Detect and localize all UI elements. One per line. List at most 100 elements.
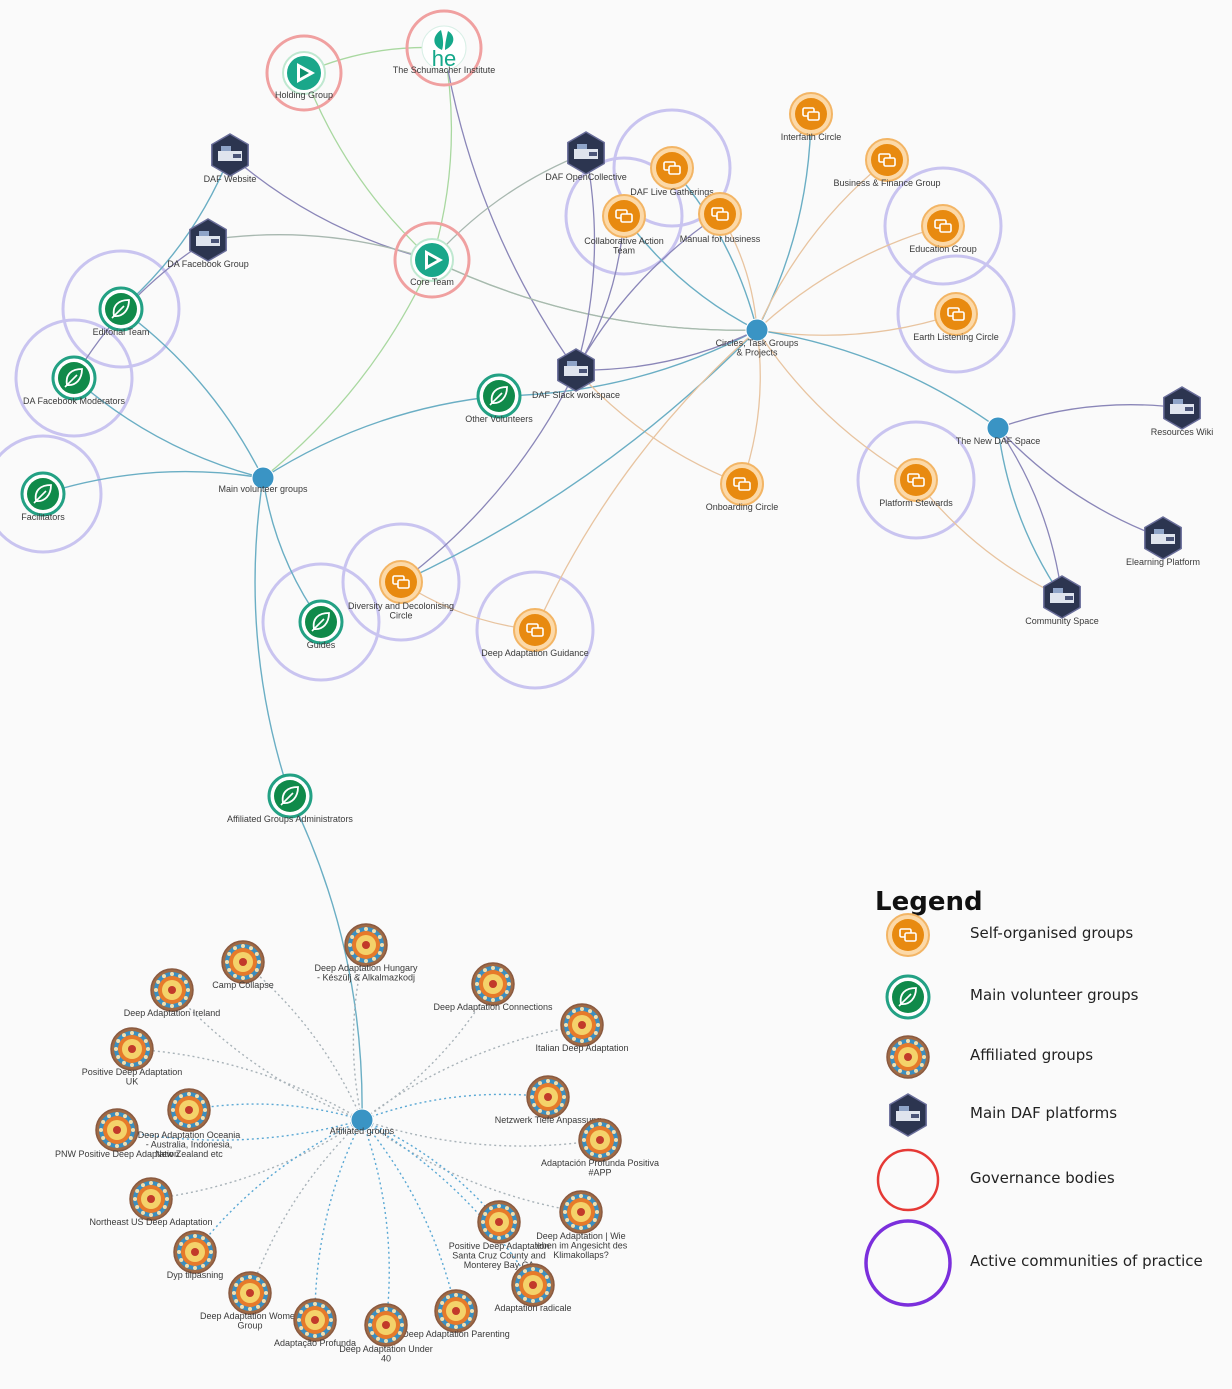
edge-diversity-circles: [400, 329, 758, 583]
node-onboarding[interactable]: Onboarding Circle: [706, 462, 779, 512]
edge-affhub-connections: [361, 983, 494, 1121]
legend-label: Main volunteer groups: [970, 986, 1139, 1004]
node-circles[interactable]: Circles, Task Groups& Projects: [716, 318, 799, 358]
node-connections[interactable]: Deep Adaptation Connections: [433, 962, 553, 1012]
node-ireland[interactable]: Deep Adaptation Ireland: [124, 968, 221, 1018]
node-label: Camp Collapse: [212, 980, 274, 990]
node-label: Elearning Platform: [1126, 557, 1200, 567]
node-label: DA Facebook Group: [167, 259, 249, 269]
edge-affhub-ireland: [171, 989, 363, 1121]
node-fbmods[interactable]: DA Facebook Moderators: [23, 355, 126, 406]
legend-icon-volunteer: [885, 974, 931, 1020]
node-affhub[interactable]: Affiliated groups: [330, 1108, 395, 1136]
node-italian[interactable]: Italian Deep Adaptation: [535, 1003, 629, 1053]
cop-ring-layer: [0, 108, 1016, 690]
node-live[interactable]: DAF Live Gatherings: [630, 146, 714, 197]
node-community[interactable]: Community Space: [1025, 575, 1099, 626]
node-label: Interfaith Circle: [781, 132, 842, 142]
node-label: Deep Adaptation Guidance: [481, 648, 589, 658]
edge-affhub-parenting: [361, 1119, 457, 1312]
community-of-practice-ring: [856, 420, 976, 540]
node-earth[interactable]: Earth Listening Circle: [913, 292, 999, 342]
node-platstew[interactable]: Platform Stewards: [879, 458, 953, 508]
node-affadmins[interactable]: Affiliated Groups Administrators: [227, 773, 353, 824]
legend-item-self: Self-organised groups: [860, 905, 1220, 965]
edge-othervol-circles: [498, 329, 758, 397]
legend-label: Self-organised groups: [970, 924, 1134, 942]
legend-label: Affiliated groups: [970, 1046, 1094, 1064]
node-business[interactable]: Business & Finance Group: [833, 138, 941, 188]
edge-fbmods-mainvol: [73, 377, 264, 479]
node-dyp[interactable]: Dyp tilpasning: [167, 1230, 224, 1280]
edge-slack-diversity: [400, 369, 577, 583]
legend-item-platform: Main DAF platforms: [860, 1085, 1220, 1145]
node-guides[interactable]: Guides: [298, 599, 344, 650]
legend-icon-self: [886, 913, 930, 957]
node-education[interactable]: Education Group: [909, 204, 977, 254]
node-adaptacao[interactable]: Adaptação Profunda: [274, 1298, 356, 1348]
edge-education-circles: [756, 225, 944, 331]
edge-business-circles: [756, 159, 888, 331]
edge-live-circles: [671, 167, 758, 331]
node-label: Deep Adaptation Parenting: [402, 1329, 510, 1339]
node-parenting[interactable]: Deep Adaptation Parenting: [402, 1289, 510, 1339]
node-northeast[interactable]: Northeast US Deep Adaptation: [89, 1177, 213, 1227]
legend-item-affiliated: Affiliated groups: [860, 1027, 1220, 1087]
legend-icon-affiliated: [886, 1035, 930, 1079]
node-mainvol[interactable]: Main volunteer groups: [218, 466, 308, 494]
node-adaptacion[interactable]: Adaptación Profunda Positiva#APP: [541, 1118, 659, 1178]
node-oceania[interactable]: Deep Adaptation Oceania- Australia, Indo…: [138, 1088, 241, 1159]
edge-guides-mainvol: [262, 477, 322, 623]
node-facilitators[interactable]: Facilitators: [20, 471, 66, 522]
node-dafoc[interactable]: DAF OpenCollective: [545, 131, 627, 182]
node-elearn[interactable]: Elearning Platform: [1126, 516, 1200, 567]
edge-layer: [42, 46, 1183, 1326]
node-interfaith[interactable]: Interfaith Circle: [781, 92, 842, 142]
legend-item-governance: Governance bodies: [860, 1148, 1220, 1212]
node-reswiki[interactable]: Resources Wiki: [1151, 386, 1214, 437]
edge-newspace-reswiki: [997, 404, 1183, 429]
node-hungary[interactable]: Deep Adaptation Hungary- Készülj & Alkal…: [314, 923, 418, 983]
node-slack[interactable]: DAF Slack workspace: [532, 348, 620, 400]
edge-platstew-community: [915, 479, 1063, 598]
node-dafweb[interactable]: DAF Website: [204, 133, 257, 184]
node-guidance[interactable]: Deep Adaptation Guidance: [481, 608, 589, 658]
node-netzwerk[interactable]: Netzwerk Tiefe Anpassung: [495, 1075, 602, 1125]
node-pnw[interactable]: PNW Positive Deep Adaptation: [55, 1108, 179, 1159]
node-label: Deep Adaptation Hungary- Készülj & Alkal…: [314, 963, 418, 983]
community-of-practice-ring: [61, 249, 181, 369]
node-dafb[interactable]: DA Facebook Group: [167, 218, 249, 269]
node-label: Main volunteer groups: [218, 484, 308, 494]
node-radicale[interactable]: Adaptation radicale: [494, 1263, 572, 1313]
node-holding[interactable]: Holding Group: [265, 34, 343, 112]
node-othervol[interactable]: Other Volunteers: [465, 373, 533, 424]
edge-slack-circles: [575, 329, 758, 371]
edge-core-dafweb: [229, 154, 433, 261]
node-editorial[interactable]: Editorial Team: [93, 286, 150, 337]
node-label: DAF Live Gatherings: [630, 187, 714, 197]
legend-icon-platform: [889, 1093, 927, 1137]
node-camp[interactable]: Camp Collapse: [212, 940, 274, 990]
node-newspace[interactable]: The New DAF Space: [956, 416, 1041, 446]
community-of-practice-ring: [612, 108, 732, 228]
edge-affhub-radicale: [361, 1119, 534, 1286]
node-label: Core Team: [410, 277, 454, 287]
community-of-practice-ring: [0, 434, 103, 554]
node-label: DAF Slack workspace: [532, 390, 620, 400]
node-core[interactable]: Core Team: [393, 221, 471, 299]
community-of-practice-ring: [475, 570, 595, 690]
edge-affhub-oceania: [188, 1103, 363, 1121]
legend-label: Governance bodies: [970, 1169, 1115, 1187]
node-label: DAF OpenCollective: [545, 172, 627, 182]
node-manual[interactable]: Manual for business: [680, 192, 761, 244]
